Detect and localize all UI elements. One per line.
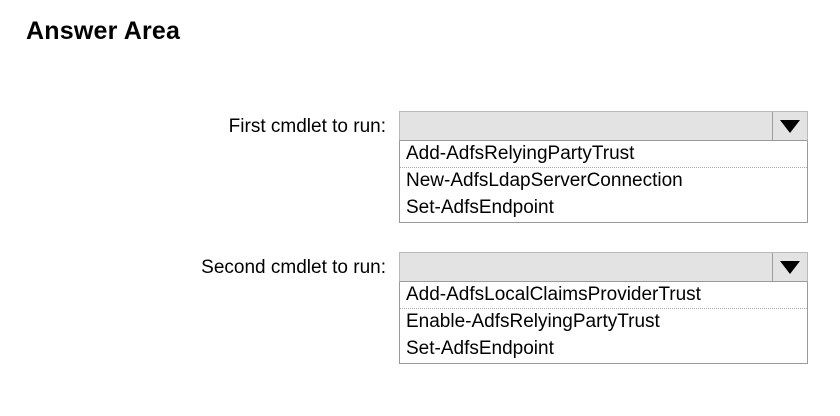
option-item[interactable]: Add-AdfsLocalClaimsProviderTrust xyxy=(400,282,807,309)
option-list-first-cmdlet[interactable]: Add-AdfsRelyingPartyTrust New-AdfsLdapSe… xyxy=(399,141,808,223)
page-title: Answer Area xyxy=(26,17,181,45)
combobox-value-first-cmdlet[interactable] xyxy=(400,112,773,140)
combobox-second-cmdlet[interactable] xyxy=(399,252,808,282)
combobox-first-cmdlet[interactable] xyxy=(399,111,808,141)
dropdown-toggle-second-cmdlet[interactable] xyxy=(773,253,807,281)
chevron-down-icon xyxy=(780,119,800,133)
chevron-down-icon xyxy=(780,260,800,274)
option-item[interactable]: Set-AdfsEndpoint xyxy=(406,338,554,359)
option-item[interactable]: Set-AdfsEndpoint xyxy=(406,197,554,218)
option-item[interactable]: Enable-AdfsRelyingPartyTrust xyxy=(406,311,660,332)
dropdown-first-cmdlet[interactable]: Add-AdfsRelyingPartyTrust New-AdfsLdapSe… xyxy=(399,111,808,223)
dropdown-second-cmdlet[interactable]: Add-AdfsLocalClaimsProviderTrust Enable-… xyxy=(399,252,808,364)
combobox-value-second-cmdlet[interactable] xyxy=(400,253,773,281)
option-item[interactable]: Add-AdfsRelyingPartyTrust xyxy=(400,141,807,168)
dropdown-toggle-first-cmdlet[interactable] xyxy=(773,112,807,140)
label-first-cmdlet: First cmdlet to run: xyxy=(228,116,386,137)
option-list-second-cmdlet[interactable]: Add-AdfsLocalClaimsProviderTrust Enable-… xyxy=(399,282,808,364)
option-item[interactable]: New-AdfsLdapServerConnection xyxy=(406,170,683,191)
label-second-cmdlet: Second cmdlet to run: xyxy=(201,257,386,278)
